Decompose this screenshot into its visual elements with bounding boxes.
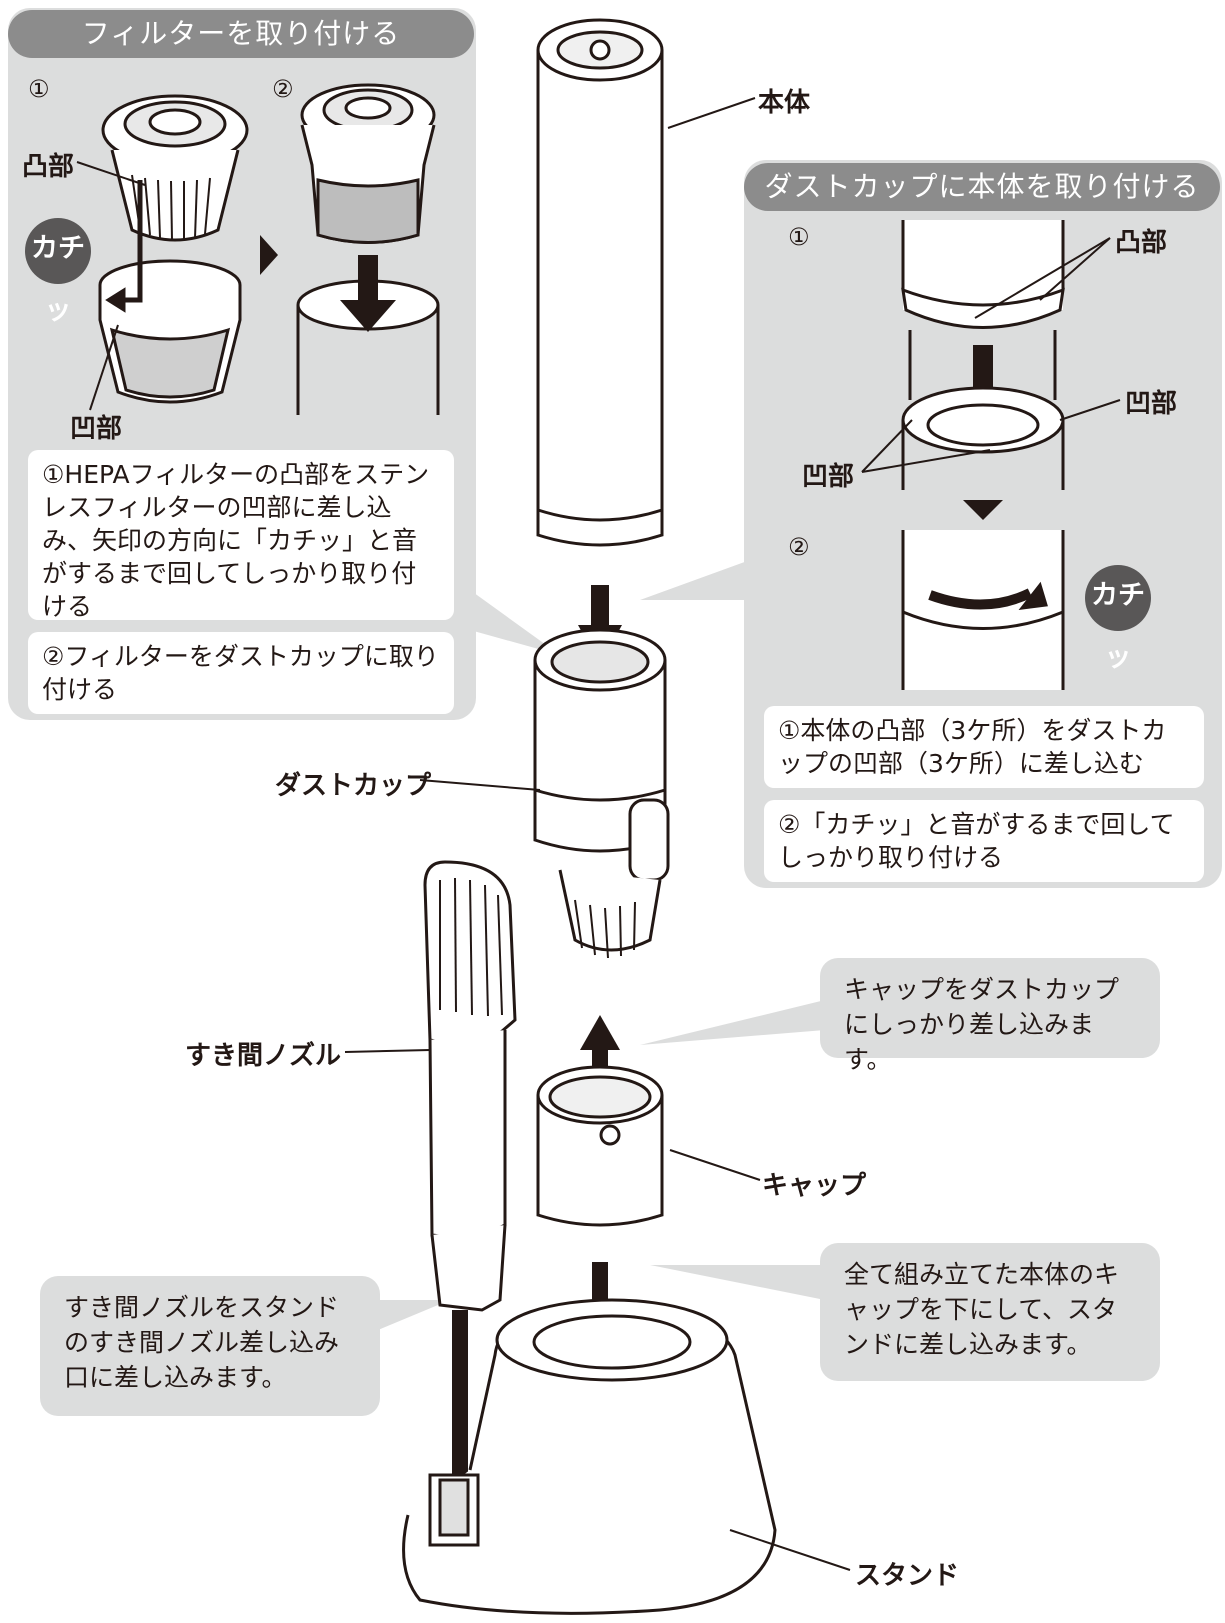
right-note-2: ②「カチッ」と音がするまで回してしっかり取り付ける (764, 800, 1204, 882)
body-to-cup-step1 (901, 220, 1065, 490)
left-convex-leader (76, 161, 146, 186)
body-leader (667, 97, 756, 129)
left-note-2-text: ②フィルターをダストカップに取り付ける (42, 642, 439, 704)
left-click-sound-badge: カチッ (25, 218, 91, 326)
right-note-1: ①本体の凸部（3ケ所）をダストカップの凹部（3ケ所）に差し込む (764, 706, 1204, 788)
nozzle-note-text: すき間ノズルをスタンドのすき間ノズル差し込み口に差し込みます。 (64, 1293, 340, 1392)
right-concave-leader (1059, 399, 1121, 421)
left-convex-label: 凸部 (22, 152, 75, 182)
right-concave-label: 凹部 (1125, 389, 1178, 419)
left-concave-leader (89, 324, 119, 411)
left-panel-tail (470, 590, 560, 655)
cap-note-text: キャップをダストカップにしっかり差し込みます。 (844, 975, 1120, 1074)
main-body-unit (536, 18, 664, 547)
dust-cup-unit (533, 628, 670, 959)
left-note-2: ②フィルターをダストカップに取り付ける (28, 632, 454, 714)
right-convex-label: 凸部 (1115, 228, 1168, 258)
right-panel-tail (640, 560, 750, 600)
stand-unit (402, 1298, 777, 1615)
body-to-cup-step2 (901, 530, 1065, 690)
left-step-1: ① (28, 75, 50, 103)
left-note-1: ①HEPAフィルターの凸部をステンレスフィルターの凹部に差し込み、矢印の方向に「… (28, 450, 454, 621)
stand-label: スタンド (855, 1561, 960, 1591)
nozzle-leader (344, 1049, 431, 1053)
crevice-nozzle-unit (423, 860, 517, 1312)
left-concave-leader-b (861, 449, 991, 473)
left-step-2: ② (272, 75, 294, 103)
right-note-2-text: ②「カチッ」と音がするまで回してしっかり取り付ける (778, 810, 1175, 872)
cap-leader (669, 1149, 761, 1181)
filter-into-cup-illustration (296, 83, 440, 415)
nozzle-bubble-tail (378, 1300, 450, 1330)
left-concave-leader-a (861, 419, 913, 473)
cap-label: キャップ (762, 1171, 867, 1201)
crevice-nozzle-label: すき間ノズル (185, 1041, 342, 1071)
right-panel-title: ダストカップに本体を取り付ける (744, 163, 1220, 211)
right-step-1: ① (788, 223, 810, 251)
right-convex-leader-b (1039, 237, 1111, 301)
cap-bubble-tail (640, 1000, 825, 1045)
right-panel-left-concave-label: 凹部 (802, 462, 855, 492)
stand-leader (729, 1529, 851, 1571)
step-down-arrow (963, 500, 1003, 520)
cap-note-bubble: キャップをダストカップにしっかり差し込みます。 (820, 958, 1160, 1074)
arrow-head-up (580, 1015, 620, 1050)
assembled-note-bubble: 全て組み立てた本体のキャップを下にして、スタンドに差し込みます。 (820, 1243, 1160, 1381)
body-label: 本体 (758, 88, 811, 118)
nozzle-note-bubble: すき間ノズルをスタンドのすき間ノズル差し込み口に差し込みます。 (40, 1276, 380, 1416)
assembled-note-text: 全て組み立てた本体のキャップを下にして、スタンドに差し込みます。 (844, 1260, 1120, 1359)
arrow-shaft-1 (591, 585, 609, 630)
cap-unit (536, 1065, 664, 1227)
right-click-sound-badge: カチッ (1085, 565, 1151, 673)
next-step-arrow (260, 235, 278, 275)
left-concave-label: 凹部 (70, 414, 123, 444)
right-convex-leader-a (974, 237, 1111, 319)
assembled-bubble-tail (650, 1265, 825, 1300)
dust-cup-label: ダストカップ (275, 771, 432, 801)
left-note-1-text: ①HEPAフィルターの凸部をステンレスフィルターの凹部に差し込み、矢印の方向に「… (42, 460, 430, 621)
arrow-shaft-3 (452, 1310, 468, 1505)
left-panel-title: フィルターを取り付ける (8, 10, 474, 58)
dust-cup-leader (419, 779, 541, 791)
right-note-1-text: ①本体の凸部（3ケ所）をダストカップの凹部（3ケ所）に差し込む (778, 716, 1167, 778)
right-step-2: ② (788, 533, 810, 561)
hepa-filter-illustration (98, 94, 249, 404)
